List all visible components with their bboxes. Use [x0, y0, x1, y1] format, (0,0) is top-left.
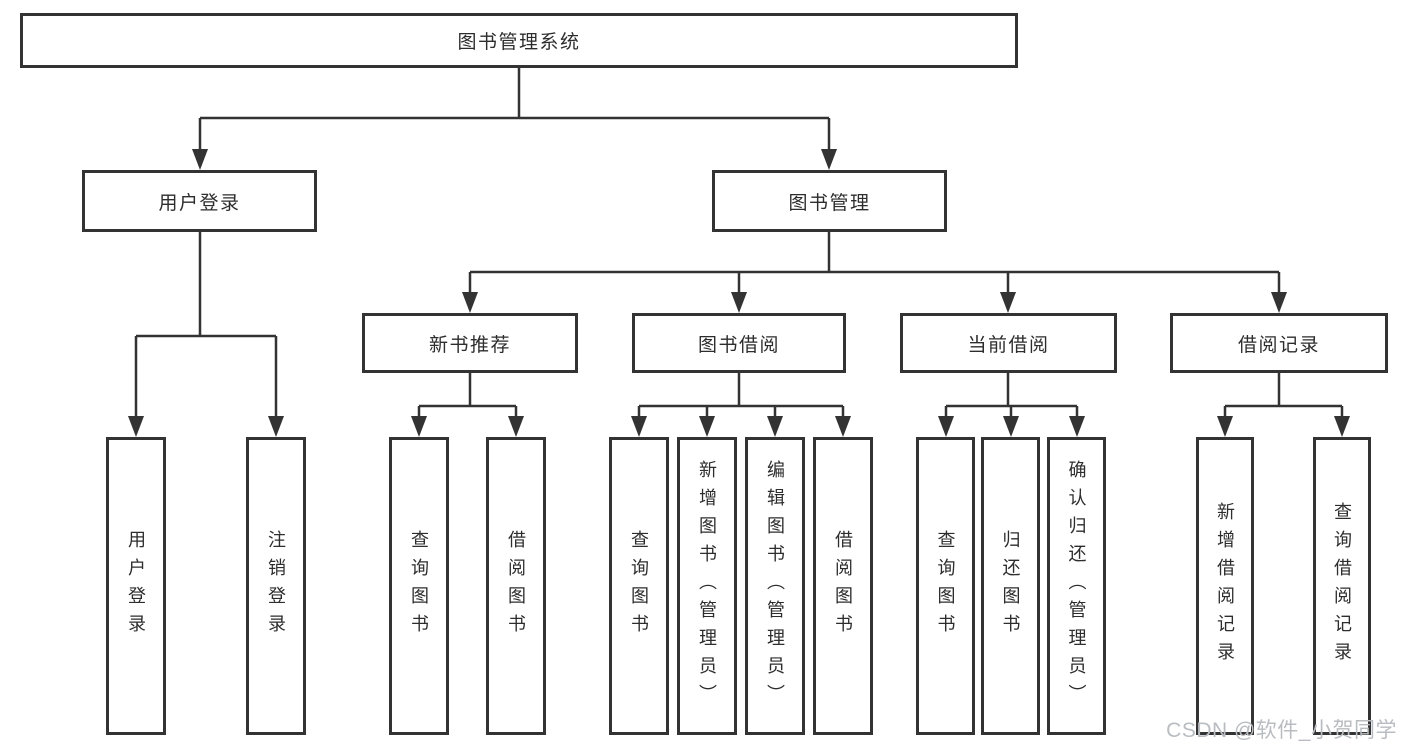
leaf-add-books-admin: 新增图书（管理员） [677, 437, 737, 735]
leaf-confirm-return-admin: 确认归还（管理员） [1047, 437, 1106, 735]
leaf-edit-books-admin: 编辑图书（管理员） [745, 437, 805, 735]
leaf-add-borrow-record: 新增借阅记录 [1196, 437, 1254, 735]
leaf-borrow-books: 借阅图书 [813, 437, 873, 735]
node-book-borrow: 图书借阅 [632, 313, 846, 373]
leaf-return-books: 归还图书 [981, 437, 1040, 735]
leaf-label: 新增图书（管理员） [697, 460, 717, 712]
leaf-query-books-current: 查询图书 [916, 437, 975, 735]
node-user-login: 用户登录 [82, 170, 317, 232]
node-book-management: 图书管理 [712, 170, 947, 232]
node-label: 借阅记录 [1237, 334, 1320, 356]
leaf-query-borrow-record: 查询借阅记录 [1313, 437, 1371, 735]
arrowhead-icons [128, 149, 1350, 437]
leaf-borrow-books-recommend: 借阅图书 [486, 437, 546, 735]
leaf-label: 新增借阅记录 [1215, 502, 1235, 670]
leaf-label: 编辑图书（管理员） [765, 460, 785, 712]
leaf-label: 确认归还（管理员） [1066, 460, 1087, 712]
leaf-label: 用户登录 [126, 530, 146, 642]
leaf-query-books-borrow: 查询图书 [609, 437, 669, 735]
leaf-label: 查询借阅记录 [1332, 502, 1352, 670]
node-borrow-records: 借阅记录 [1170, 313, 1388, 373]
node-new-book-recommend: 新书推荐 [362, 313, 578, 373]
node-label: 用户登录 [158, 192, 241, 214]
leaf-label: 借阅图书 [833, 530, 853, 642]
leaf-label: 查询图书 [935, 530, 956, 642]
node-label: 图书借阅 [697, 334, 780, 356]
leaf-label: 查询图书 [409, 530, 429, 642]
leaf-label: 借阅图书 [506, 530, 526, 642]
leaf-query-books-recommend: 查询图书 [389, 437, 449, 735]
node-current-borrow: 当前借阅 [900, 313, 1117, 373]
node-label: 新书推荐 [428, 334, 511, 356]
node-library-management-system: 图书管理系统 [20, 13, 1018, 68]
node-label: 图书管理系统 [457, 32, 581, 53]
node-label: 图书管理 [788, 192, 871, 214]
node-label: 当前借阅 [967, 334, 1050, 356]
csdn-watermark: CSDN @软件_小贺同学 [1166, 719, 1397, 742]
leaf-logout-login: 注销登录 [246, 437, 306, 735]
leaf-user-login: 用户登录 [106, 437, 166, 735]
leaf-label: 查询图书 [629, 530, 649, 642]
leaf-label: 归还图书 [1000, 530, 1021, 642]
leaf-label: 注销登录 [266, 530, 286, 642]
